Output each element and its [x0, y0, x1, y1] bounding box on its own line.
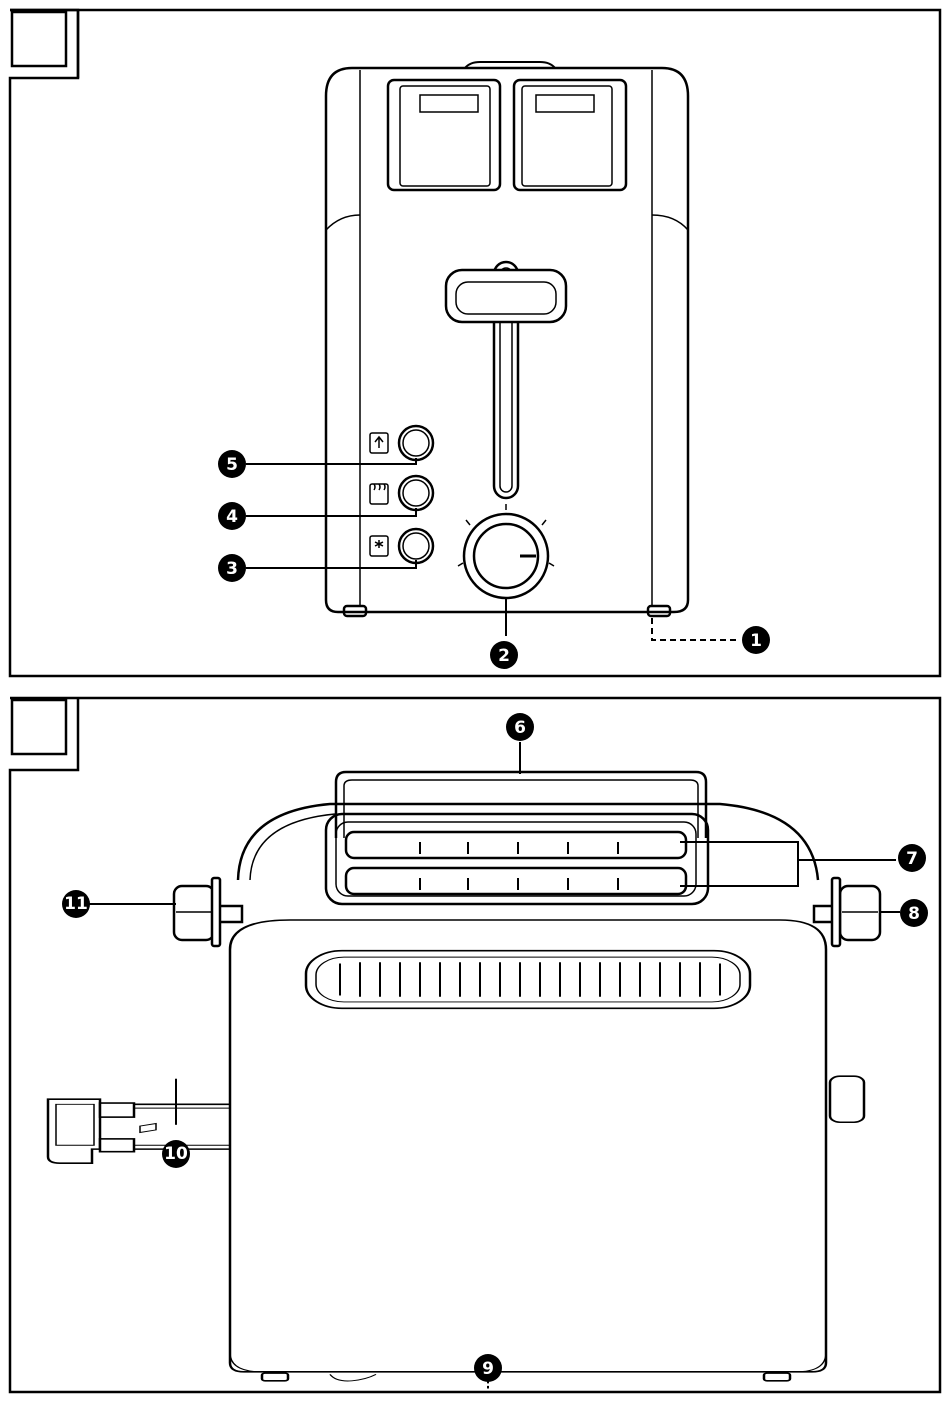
svg-text:5: 5: [226, 455, 238, 475]
leader-5: [246, 458, 416, 464]
callout-6: 6: [506, 713, 534, 741]
callout-11: 11: [62, 890, 90, 918]
callout-3: 3: [218, 554, 246, 582]
callout-9: 9: [474, 1354, 502, 1382]
leader-7: [680, 842, 896, 886]
bread-slot-right: [514, 80, 626, 190]
svg-text:10: 10: [164, 1144, 188, 1164]
svg-text:1: 1: [750, 631, 762, 651]
svg-text:4: 4: [226, 507, 238, 527]
reheat-steam-icon: [370, 484, 388, 504]
figure-b-frame: [10, 698, 940, 1392]
svg-text:7: 7: [906, 849, 918, 869]
toast-slot-bottom: [346, 868, 686, 894]
figure-b-drawing: [48, 742, 900, 1391]
toaster-side-left: [326, 215, 360, 230]
figure-a: [10, 10, 940, 676]
rear-vent-grille: [306, 951, 750, 1009]
cord-storage: [330, 1374, 376, 1381]
defrost-button[interactable]: [399, 529, 433, 563]
callout-1: 1: [742, 626, 770, 654]
svg-text:3: 3: [226, 559, 238, 579]
toast-slot-top: [346, 832, 686, 858]
left-side-knob[interactable]: [174, 878, 242, 946]
figure-a-tab: [10, 10, 78, 78]
figure-b-label-box: [12, 700, 66, 754]
svg-text:2: 2: [498, 646, 510, 666]
leader-4: [246, 508, 416, 516]
svg-text:9: 9: [482, 1359, 494, 1379]
leader-1: [652, 618, 740, 640]
reheat-button[interactable]: [399, 476, 433, 510]
toaster-rear-body-bottom: [230, 1353, 826, 1372]
svg-text:6: 6: [514, 718, 526, 738]
side-switch: [830, 1076, 864, 1122]
bread-slot-left: [388, 80, 500, 190]
svg-text:8: 8: [908, 904, 920, 924]
toaster-side-right: [652, 215, 688, 230]
lever-handle[interactable]: [446, 270, 566, 322]
browning-dial[interactable]: [458, 504, 554, 598]
crumb-tray[interactable]: [48, 1099, 230, 1163]
callout-7: 7: [898, 844, 926, 872]
callout-10: 10: [162, 1140, 190, 1168]
figure-a-label-box: [12, 12, 66, 66]
callout-8: 8: [900, 899, 928, 927]
defrost-snowflake-icon: [370, 536, 388, 556]
leader-3: [246, 560, 416, 568]
figure-b: [10, 698, 940, 1392]
callout-4: 4: [218, 502, 246, 530]
toaster-top-dome-inner: [250, 814, 335, 880]
rear-foot-right: [764, 1373, 790, 1381]
toast-lift-icon: [370, 433, 388, 453]
svg-text:11: 11: [64, 894, 88, 914]
rear-foot-left: [262, 1373, 288, 1381]
callout-2: 2: [490, 641, 518, 669]
callout-5: 5: [218, 450, 246, 478]
toaster-rear-body: [230, 920, 826, 1372]
cancel-lift-button[interactable]: [399, 426, 433, 460]
